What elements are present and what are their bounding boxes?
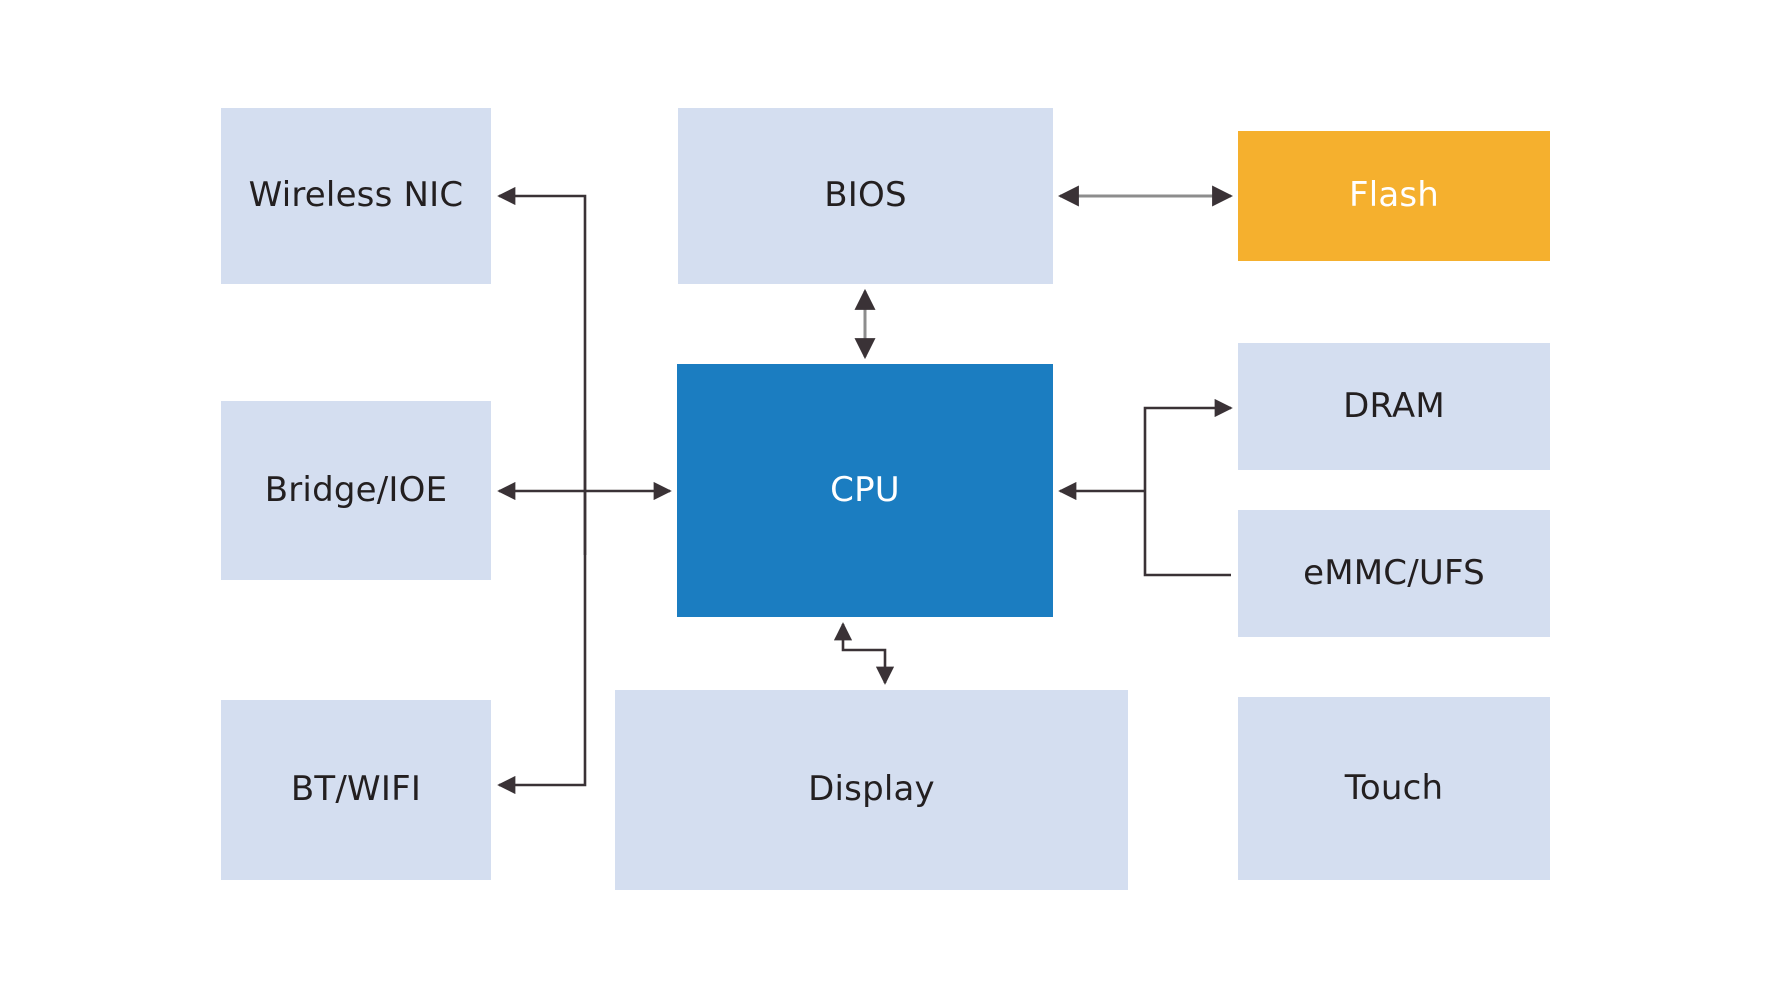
node-dram-label: DRAM [1343, 385, 1445, 426]
node-bt-wifi[interactable]: BT/WIFI [221, 700, 491, 880]
node-display-label: Display [808, 769, 935, 810]
node-bt-wifi-label: BT/WIFI [290, 769, 422, 810]
edge-cpu-bt-wifi [497, 430, 587, 795]
node-dram[interactable]: DRAM [1238, 343, 1550, 470]
edge-emmc-trunk [1143, 398, 1233, 577]
node-flash[interactable]: Flash [1238, 131, 1550, 261]
node-bios[interactable]: BIOS [678, 108, 1053, 284]
node-touch-label: Touch [1344, 767, 1444, 808]
edge-cpu-display [833, 622, 895, 685]
node-display[interactable]: Display [615, 690, 1128, 890]
node-flash-label: Flash [1348, 175, 1440, 216]
node-bridge-ioe-label: Bridge/IOE [264, 469, 448, 510]
edge-cpu-wireless-nic [497, 186, 587, 555]
node-cpu-label: CPU [830, 469, 900, 510]
node-bridge-ioe[interactable]: Bridge/IOE [221, 401, 491, 580]
node-emmc-ufs-label: eMMC/UFS [1303, 552, 1485, 593]
node-touch[interactable]: Touch [1238, 697, 1550, 880]
node-bios-label: BIOS [824, 175, 907, 216]
node-cpu[interactable]: CPU [677, 364, 1053, 617]
node-wireless-nic-label: Wireless NIC [248, 175, 464, 216]
node-emmc-ufs[interactable]: eMMC/UFS [1238, 510, 1550, 637]
node-wireless-nic[interactable]: Wireless NIC [221, 108, 491, 284]
